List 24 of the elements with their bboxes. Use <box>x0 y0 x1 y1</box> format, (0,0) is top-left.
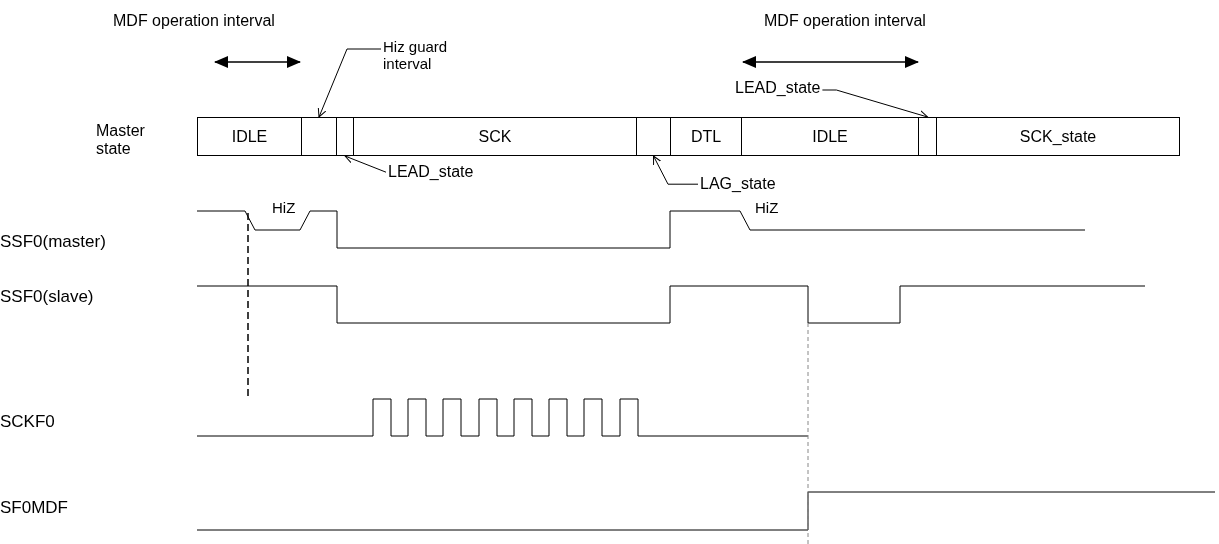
signal-label: SSF0(master) <box>0 232 106 252</box>
state-segment: SCK <box>353 117 637 156</box>
state-segment: IDLE <box>741 117 919 156</box>
state-segment <box>636 117 671 156</box>
state-segment <box>301 117 337 156</box>
signal-label: SSF0(slave) <box>0 287 94 307</box>
leader-line <box>653 155 699 185</box>
state-segment: SCK_state <box>936 117 1180 156</box>
row-label: Master state <box>96 122 146 159</box>
hiz-label: HiZ <box>272 199 296 217</box>
leader-line <box>344 154 387 173</box>
hiz-label: HiZ <box>755 199 779 217</box>
interval-label: MDF operation interval <box>764 12 926 31</box>
callout-text: Hiz guard interval <box>383 38 478 73</box>
callout-text: LEAD_state <box>388 163 474 182</box>
leader-line <box>317 48 382 118</box>
signal-label: SCKF0 <box>0 412 55 432</box>
state-segment: DTL <box>670 117 742 156</box>
state-segment: IDLE <box>197 117 302 156</box>
callout-text: LEAD_state <box>735 79 821 98</box>
callout-text: LAG_state <box>700 175 776 194</box>
interval-label: MDF operation interval <box>113 12 275 31</box>
state-segment <box>336 117 354 156</box>
signal-label: SF0MDF <box>0 498 68 518</box>
